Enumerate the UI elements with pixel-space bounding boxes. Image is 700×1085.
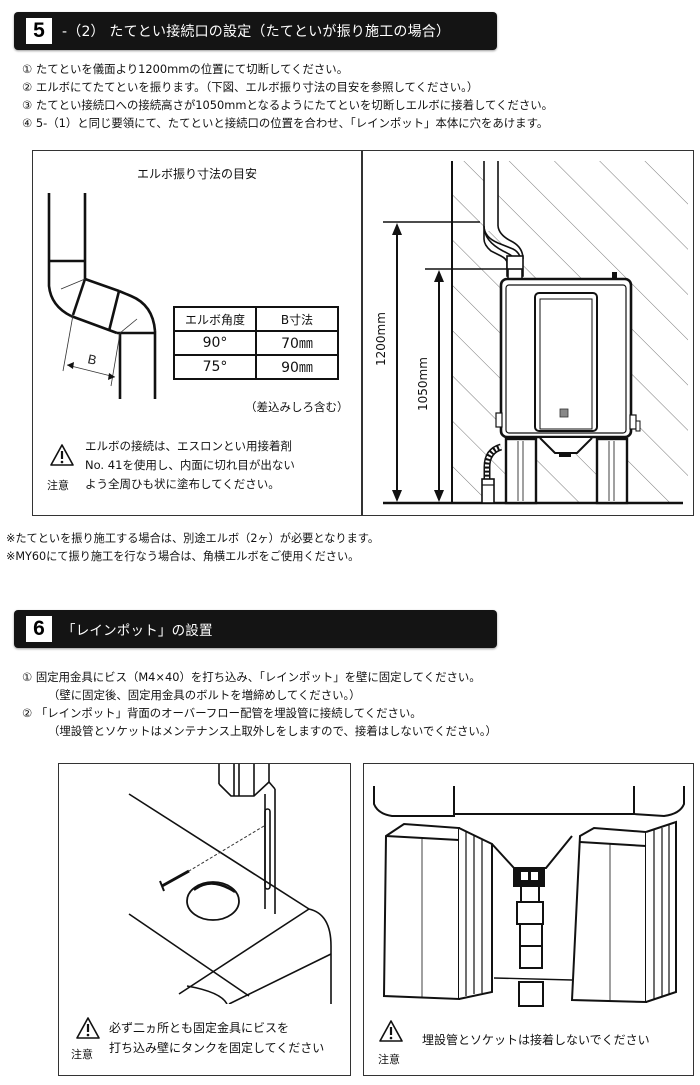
table-cell: 75° <box>173 354 257 380</box>
table-cell: 90㎜ <box>255 354 339 380</box>
step-subnote: （壁に固定後、固定用金具のボルトを増締めしてください。） <box>48 688 361 702</box>
caution-line: 打ち込み壁にタンクを固定してください <box>109 1041 325 1055</box>
table-row: 75° 90㎜ <box>173 354 339 380</box>
caution-note: 注意 エルボの接続は、エスロンとい用接着剤 No. 41を使用し、内面に切れ目が… <box>47 437 347 497</box>
caution-label: 注意 <box>47 479 69 492</box>
step-item: ① たてといを儀面より1200mmの位置にて切断してください。 <box>22 62 349 76</box>
step-item: ④ 5-（1）と同じ要領にて、たてといと接続口の位置を合わせ、「レインポット」本… <box>22 116 549 130</box>
caution-note: 注意 埋設管とソケットは接着しないでください <box>376 1019 686 1071</box>
caution-label: 注意 <box>378 1053 400 1066</box>
section-5-steps: ① たてといを儀面より1200mmの位置にて切断してください。 ② エルボにてた… <box>22 60 553 132</box>
elbow-offset-diagram: B <box>47 193 157 399</box>
section-6-header: 6 「レインポット」の設置 <box>14 610 497 648</box>
section-title: 「レインポット」の設置 <box>62 623 213 639</box>
dimension-1200: 1200mm <box>374 312 388 366</box>
warning-triangle-icon <box>379 1020 403 1042</box>
elbow-dimension-table: エルボ角度 B寸法 90° 70㎜ 75° 90㎜ <box>173 306 339 380</box>
wall-fixing-panel: 注意 必ず二ヵ所とも固定金具にビスを 打ち込み壁にタンクを固定してください <box>58 763 351 1076</box>
section-number: 6 <box>26 616 52 642</box>
logo-mark <box>559 408 569 418</box>
section-5-footnotes: ※たてといを振り施工する場合は、別途エルボ（2ヶ）が必要となります。 ※MY60… <box>6 530 379 566</box>
caution-line: 必ず二ヵ所とも固定金具にビスを <box>109 1021 290 1035</box>
overflow-pipe-panel: 注意 埋設管とソケットは接着しないでください <box>363 763 694 1076</box>
step-subnote: （埋設管とソケットはメンテナンス上取外しをしますので、接着はしないでください。） <box>48 724 497 738</box>
step-item: ① 固定用金具にビス（M4×40）を打ち込み、「レインポット」を壁に固定してくだ… <box>22 670 481 684</box>
step-item: ③ たてとい接続口への接続高さが1050mmとなるようにたてといを切断しエルボに… <box>22 98 554 112</box>
installation-height-panel: 1200mm 1050mm <box>362 150 694 516</box>
table-header: エルボ角度 <box>173 306 257 332</box>
table-header: B寸法 <box>255 306 339 332</box>
warning-triangle-icon <box>76 1017 100 1039</box>
step-item: ② エルボにてたてといを振ります。（下図、エルボ振り寸法の目安を参照してください… <box>22 80 479 94</box>
table-cell: 70㎜ <box>255 330 339 356</box>
caution-line: No. 41を使用し、内面に切れ目が出ない <box>85 458 295 472</box>
elbow-dimension-panel: エルボ振り寸法の目安 B エルボ角度 <box>32 150 362 516</box>
table-row: 90° 70㎜ <box>173 330 339 356</box>
wall-bracket-screw-diagram <box>128 764 332 1004</box>
footnote: ※たてといを振り施工する場合は、別途エルボ（2ヶ）が必要となります。 <box>6 532 380 545</box>
tank-installation-diagram <box>383 161 688 505</box>
footnote: ※MY60にて振り施工を行なう場合は、角横エルボをご使用ください。 <box>6 550 360 563</box>
warning-triangle-icon <box>50 444 74 466</box>
section-title: -（2） たてとい接続口の設定（たてといが振り施工の場合） <box>62 24 451 40</box>
caution-line: 埋設管とソケットは接着しないでください <box>422 1033 650 1047</box>
panel-title: エルボ振り寸法の目安 <box>136 167 257 181</box>
dimension-b-label: B <box>86 351 98 367</box>
table-cell: 90° <box>173 330 257 356</box>
dimension-1050: 1050mm <box>416 357 430 411</box>
overflow-pipe-connection-diagram <box>373 786 685 1007</box>
section-6-steps: ① 固定用金具にビス（M4×40）を打ち込み、「レインポット」を壁に固定してくだ… <box>22 668 497 740</box>
table-note: （差込みしろ含む） <box>245 400 349 414</box>
section-number: 5 <box>26 18 52 44</box>
section-5-header: 5 -（2） たてとい接続口の設定（たてといが振り施工の場合） <box>14 12 497 50</box>
step-item: ② 「レインポット」背面のオーバーフロー配管を埋設管に接続してください。 <box>22 706 422 720</box>
caution-line: よう全周ひも状に塗布してください。 <box>85 477 280 491</box>
caution-line: エルボの接続は、エスロンとい用接着剤 <box>85 439 292 453</box>
caution-label: 注意 <box>71 1048 93 1061</box>
caution-note: 注意 必ず二ヵ所とも固定金具にビスを 打ち込み壁にタンクを固定してください <box>71 1014 346 1070</box>
